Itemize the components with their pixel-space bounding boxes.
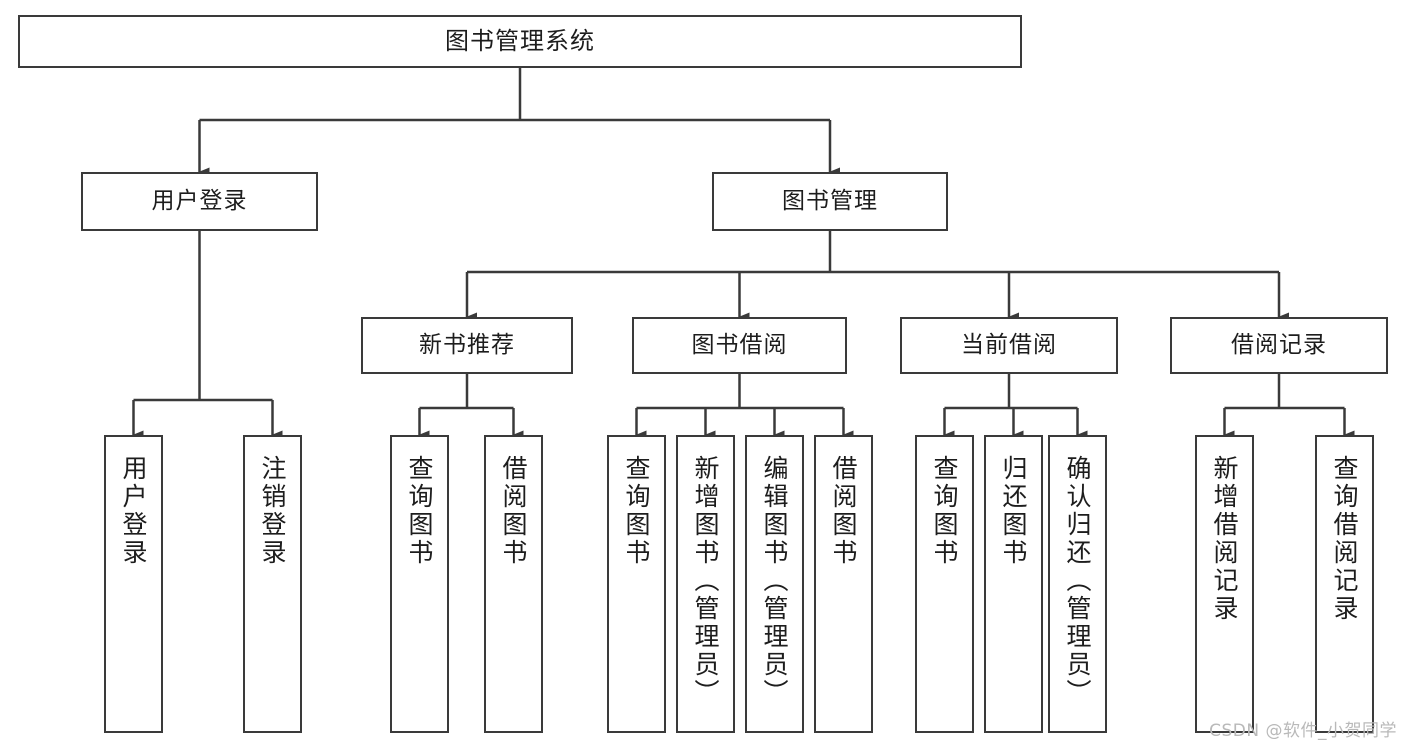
node-leaf-user-logout[interactable]: 注销登录: [243, 435, 302, 733]
node-login[interactable]: 用户登录: [81, 172, 318, 231]
node-leaf-new-query[interactable]: 查询图书: [390, 435, 449, 733]
node-label: 用户登录: [119, 455, 148, 567]
node-leaf-cur-confirm[interactable]: 确认归还（管理员）: [1048, 435, 1107, 733]
node-label: 用户登录: [151, 187, 248, 214]
node-label: 新书推荐: [419, 331, 515, 358]
node-label: 注销登录: [258, 455, 287, 567]
node-leaf-br-query[interactable]: 查询图书: [607, 435, 666, 733]
node-root[interactable]: 图书管理系统: [18, 15, 1022, 68]
node-label: 编辑图书（管理员）: [760, 455, 789, 707]
node-label: 确认归还（管理员）: [1063, 455, 1092, 707]
node-leaf-new-borrow[interactable]: 借阅图书: [484, 435, 543, 733]
node-label: 查询图书: [405, 455, 434, 567]
node-leaf-br-edit[interactable]: 编辑图书（管理员）: [745, 435, 804, 733]
node-label: 借阅记录: [1231, 331, 1327, 358]
node-label: 归还图书: [999, 455, 1028, 567]
node-records[interactable]: 借阅记录: [1170, 317, 1388, 374]
edge-group: [132, 68, 1355, 440]
node-label: 借阅图书: [499, 455, 528, 567]
node-label: 查询图书: [622, 455, 651, 567]
node-borrow[interactable]: 图书借阅: [632, 317, 847, 374]
node-leaf-user-login[interactable]: 用户登录: [104, 435, 163, 733]
node-current[interactable]: 当前借阅: [900, 317, 1118, 374]
node-leaf-rec-query[interactable]: 查询借阅记录: [1315, 435, 1374, 733]
node-label: 图书借阅: [691, 331, 788, 358]
node-leaf-br-add[interactable]: 新增图书（管理员）: [676, 435, 735, 733]
node-label: 查询图书: [930, 455, 959, 567]
node-label: 借阅图书: [829, 455, 858, 567]
node-label: 查询借阅记录: [1330, 455, 1359, 623]
node-bookmgmt[interactable]: 图书管理: [712, 172, 948, 231]
node-newbook[interactable]: 新书推荐: [361, 317, 573, 374]
node-leaf-br-borrow[interactable]: 借阅图书: [814, 435, 873, 733]
node-label: 新增图书（管理员）: [691, 455, 720, 707]
node-label: 图书管理系统: [445, 27, 595, 56]
node-leaf-cur-return[interactable]: 归还图书: [984, 435, 1043, 733]
node-label: 图书管理: [782, 187, 878, 214]
node-leaf-cur-query[interactable]: 查询图书: [915, 435, 974, 733]
csdn-watermark: CSDN @软件_小贺同学: [1209, 721, 1397, 741]
node-label: 新增借阅记录: [1210, 455, 1239, 623]
node-label: 当前借阅: [961, 331, 1057, 358]
node-leaf-rec-add[interactable]: 新增借阅记录: [1195, 435, 1254, 733]
